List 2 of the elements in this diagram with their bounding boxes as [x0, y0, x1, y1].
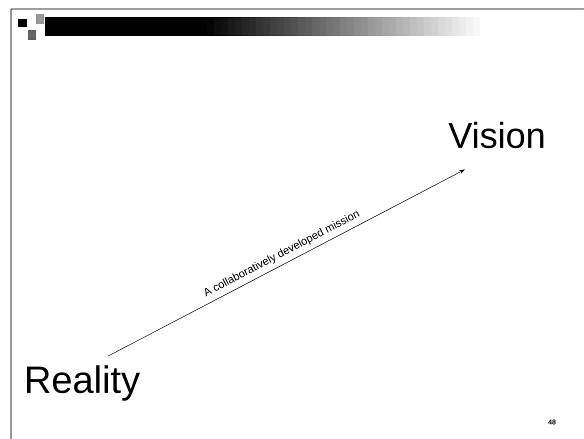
node-label: Vision — [448, 122, 544, 148]
node-label: Reality — [27, 365, 140, 401]
